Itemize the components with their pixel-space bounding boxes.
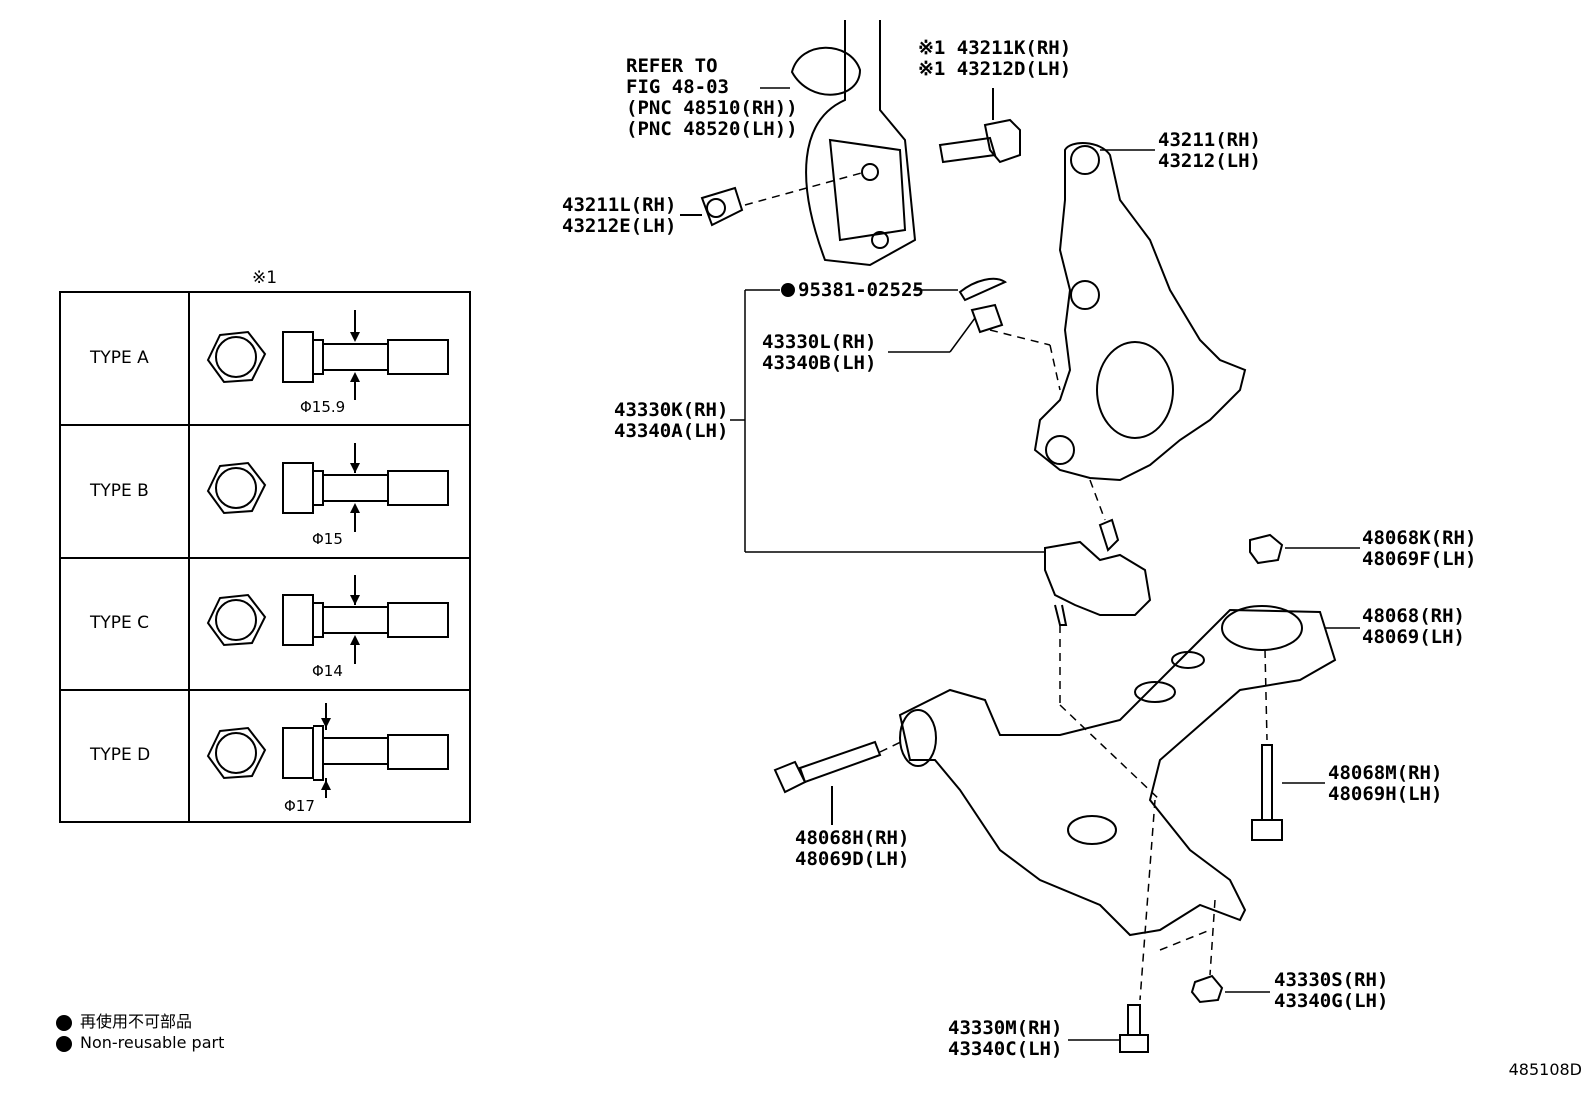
callout-line: 48069D(LH) [795,848,910,870]
refer-to-line: REFER TO [626,55,718,77]
callout-line: 48069H(LH) [1328,783,1443,805]
callout-43330l[interactable]: 43330L(RH) 43340B(LH) [762,332,876,374]
type-b-diameter: Φ15 [312,530,343,548]
figure-number: 485108D [1508,1060,1582,1079]
callout-48068m[interactable]: 48068M(RH) 48069H(LH) [1328,763,1442,805]
callout-line: ※1 43211K(RH) [918,37,1072,59]
leader-lines [730,87,1360,1041]
lower-arm [898,605,1337,937]
callout-43330k[interactable]: 43330K(RH) 43340A(LH) [614,400,728,442]
nut-43330l [970,303,1004,334]
type-b-label: TYPE B [90,481,149,501]
type-d-diameter: Φ17 [284,797,315,815]
callout-43211l[interactable]: 43211L(RH) 43212E(LH) [562,195,676,237]
callout-line: 43330K(RH) [614,399,729,421]
strut-bracket [790,20,917,267]
callout-48068h[interactable]: 48068H(RH) 48069D(LH) [795,828,909,870]
type-d-label: TYPE D [90,745,151,765]
callout-line: 43340C(LH) [948,1038,1063,1060]
callout-line: 48069F(LH) [1362,548,1477,570]
refer-to-note: REFER TO FIG 48-03 (PNC 48510(RH)) (PNC … [626,56,798,140]
nut-43330s [1190,974,1224,1004]
callout-line: 43340G(LH) [1274,990,1389,1012]
callout-43330m[interactable]: 43330M(RH) 43340C(LH) [948,1018,1062,1060]
callout-line: 95381-02525 [798,279,924,301]
callout-line: 43212(LH) [1158,150,1261,172]
refer-to-line: (PNC 48510(RH)) [626,97,798,119]
callout-line: 48069(LH) [1362,626,1465,648]
callout-line: 43330S(RH) [1274,969,1389,991]
non-reusable-dot-icon [56,1014,72,1031]
bolt-43330m [1119,1004,1149,1053]
refer-to-line: (PNC 48520(LH)) [626,118,798,140]
type-c-bolt-icon [206,575,449,664]
callout-line: 48068H(RH) [795,827,910,849]
dashed-lines [744,171,1268,1001]
callout-line: 43211(RH) [1158,129,1261,151]
type-a-label: TYPE A [90,348,149,368]
callout-43330s[interactable]: 43330S(RH) 43340G(LH) [1274,970,1388,1012]
type-d-bolt-icon [206,703,449,798]
refer-to-line: FIG 48-03 [626,76,729,98]
callout-43211k[interactable]: ※1 43211K(RH) ※1 43212D(LH) [918,38,1071,80]
callout-line: 48068(RH) [1362,605,1465,627]
callout-48068k[interactable]: 48068K(RH) 48069F(LH) [1362,528,1476,570]
callout-43211[interactable]: 43211(RH) 43212(LH) [1158,130,1261,172]
type-c-diameter: Φ14 [312,662,343,680]
callout-95381[interactable]: 95381-02525 [798,280,924,301]
steering-knuckle [1033,142,1247,482]
legend-en: Non-reusable part [56,1033,224,1052]
callout-line: 43340A(LH) [614,420,729,442]
type-a-diameter: Φ15.9 [300,398,346,416]
legend-en-text: Non-reusable part [80,1033,225,1052]
callout-line: 48068K(RH) [1362,527,1477,549]
type-c-label: TYPE C [90,613,150,633]
callout-line: 43330M(RH) [948,1017,1063,1039]
callout-line: ※1 43212D(LH) [918,58,1072,80]
bolt-48068m [1251,744,1283,841]
type-b-bolt-icon [206,443,449,532]
ball-joint [1044,518,1152,626]
callout-line: 43340B(LH) [762,352,877,374]
callout-line: 43212E(LH) [562,215,677,237]
bolt-48068h [773,740,882,825]
legend-jp: 再使用不可部品 [56,1008,192,1032]
cotter-pin [958,277,1008,302]
non-reusable-dot-icon [56,1035,72,1052]
nut-48068k [1249,533,1284,565]
callout-line: 43330L(RH) [762,331,877,353]
callout-48068[interactable]: 48068(RH) 48069(LH) [1362,606,1465,648]
bolt-43211k [938,88,1021,164]
callout-line: 43211L(RH) [562,194,677,216]
callout-line: 48068M(RH) [1328,762,1443,784]
type-table [59,291,471,823]
non-reusable-dot-icon [781,283,795,297]
legend-jp-text: 再使用不可部品 [80,1012,193,1031]
type-a-bolt-icon [206,310,449,400]
nut-43211l [680,186,744,227]
table-header-mark: ※1 [252,268,278,288]
